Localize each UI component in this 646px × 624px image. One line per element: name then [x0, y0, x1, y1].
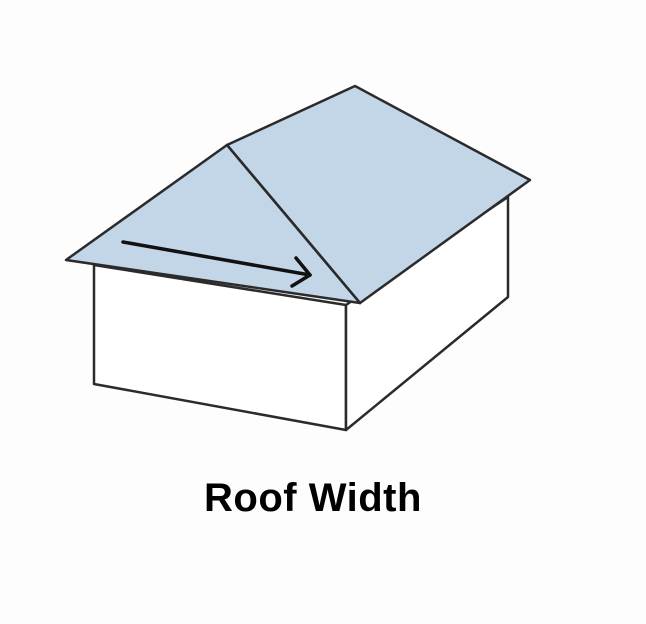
diagram-caption: Roof Width [204, 476, 422, 520]
roof-hip-ridge [225, 143, 362, 305]
right-arrow-icon [121, 240, 312, 288]
